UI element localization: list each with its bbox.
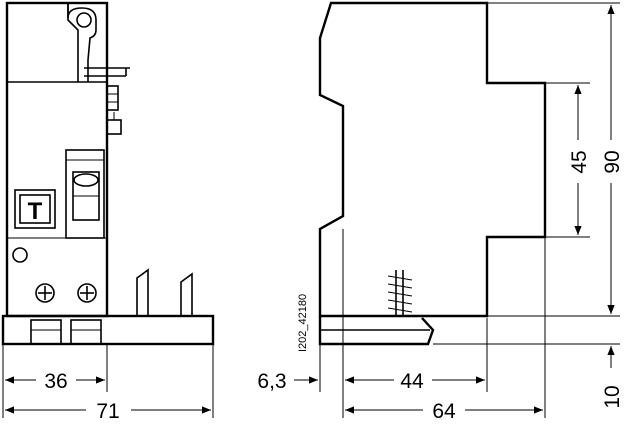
side-fittings	[106, 85, 122, 135]
test-button: T	[14, 189, 56, 229]
side-view	[318, 1, 547, 346]
front-base	[1, 314, 215, 346]
busbar-pins	[136, 268, 193, 316]
test-window	[65, 149, 105, 239]
dim-height-10: 10	[601, 385, 624, 408]
front-view: T	[1, 1, 215, 346]
dim-height-90: 90	[601, 150, 624, 173]
side-spring	[387, 270, 413, 316]
dim-side-6-3: 6,3	[257, 370, 286, 393]
test-button-label: T	[28, 198, 43, 225]
side-body-outline	[318, 1, 547, 318]
vertical-dimensions: 45 90 10	[433, 2, 624, 409]
terminal-screws	[35, 283, 97, 303]
dim-front-36: 36	[44, 370, 67, 393]
dim-side-44: 44	[400, 370, 424, 393]
dim-front-71: 71	[96, 400, 119, 423]
front-dimensions: 36 71	[2, 344, 214, 423]
drawing-code: I202_42180	[297, 294, 309, 352]
lever-handle	[67, 3, 130, 82]
dim-height-45: 45	[568, 150, 591, 173]
side-base	[318, 316, 435, 346]
side-dimensions: 6,3 44 64	[257, 229, 546, 423]
dim-side-64: 64	[432, 400, 456, 423]
indicator-circle	[12, 247, 28, 263]
